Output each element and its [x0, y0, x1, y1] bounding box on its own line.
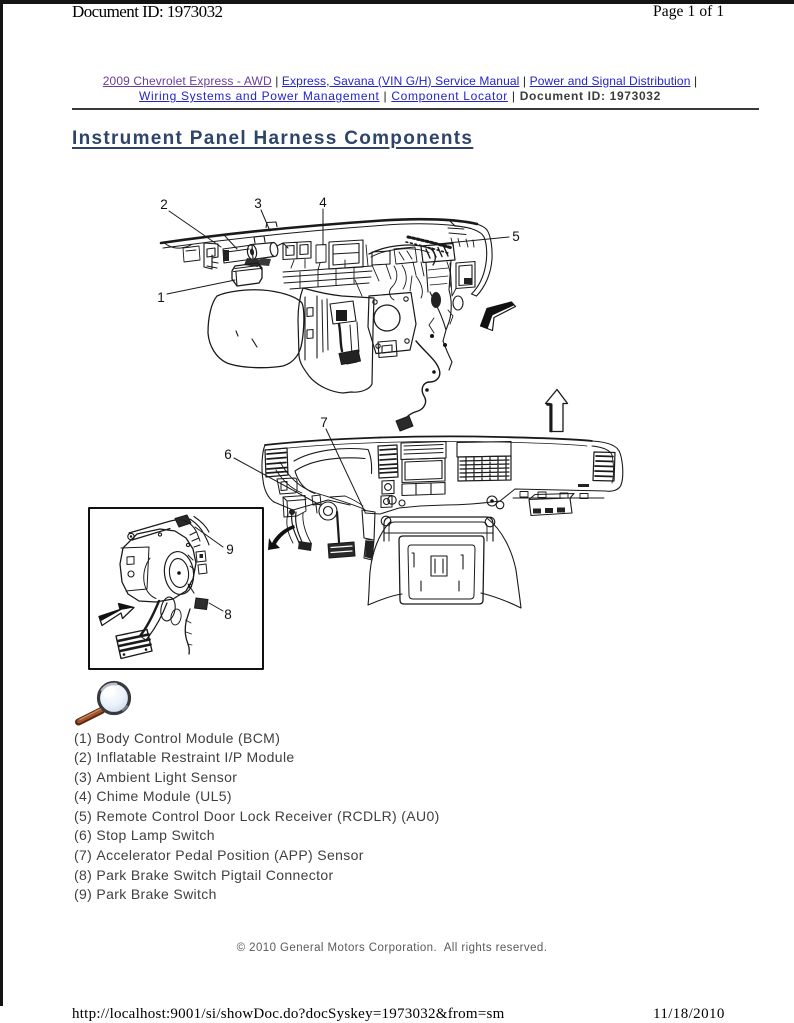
- svg-text:8: 8: [224, 607, 232, 622]
- svg-text:7: 7: [320, 415, 328, 430]
- svg-text:1: 1: [157, 290, 165, 305]
- svg-text:5: 5: [512, 229, 520, 244]
- svg-text:3: 3: [254, 196, 262, 211]
- svg-text:6: 6: [224, 447, 232, 462]
- svg-text:9: 9: [226, 542, 234, 557]
- svg-text:4: 4: [319, 195, 327, 210]
- svg-text:2: 2: [160, 197, 168, 212]
